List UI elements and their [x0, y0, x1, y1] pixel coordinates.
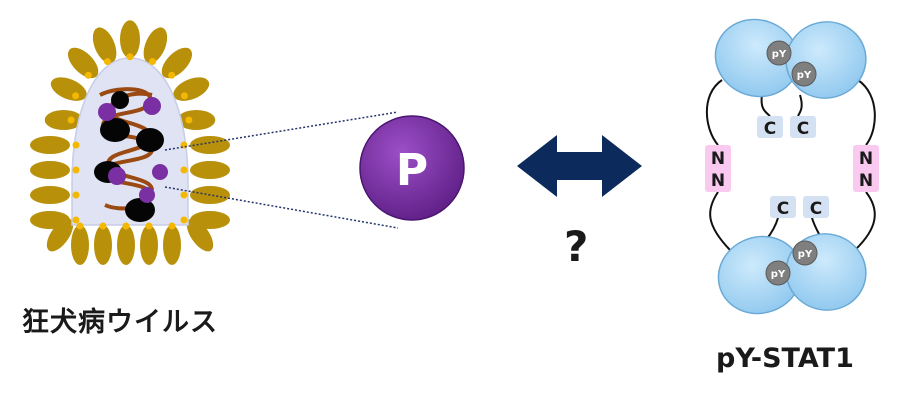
n-domain-right: N N — [853, 145, 879, 192]
svg-text:pY: pY — [797, 70, 812, 81]
zoom-lines — [164, 111, 399, 229]
glycoprotein-spike — [117, 225, 135, 265]
p-letter: P — [396, 145, 428, 196]
svg-text:N: N — [711, 171, 725, 191]
svg-text:pY: pY — [772, 49, 787, 60]
envelope-dot — [72, 216, 80, 224]
envelope-dot — [145, 222, 153, 230]
envelope-dot — [72, 92, 80, 100]
envelope-dot — [180, 92, 188, 100]
glycoprotein-spike — [71, 225, 89, 265]
nucleoprotein — [125, 198, 155, 222]
py-bottom-1: pY — [765, 260, 791, 286]
rabies-virus — [30, 20, 230, 265]
glycoprotein-spike — [94, 225, 112, 265]
phosphoprotein: P — [359, 115, 465, 221]
glycoprotein-spike — [50, 77, 87, 101]
phosphoprotein-dot — [98, 103, 116, 121]
nucleoprotein — [111, 91, 129, 109]
interaction-arrow — [517, 135, 642, 197]
svg-text:N: N — [859, 149, 873, 169]
question-mark: ? — [564, 222, 589, 271]
envelope-dot — [180, 191, 188, 199]
stat1-linkers — [705, 79, 876, 251]
envelope-dot — [168, 71, 176, 79]
glycoprotein-spike — [190, 136, 230, 154]
envelope-dot — [126, 53, 134, 61]
c-domain-top-left: C — [757, 116, 783, 139]
glycoprotein-spike — [46, 218, 74, 252]
c-domain-bottom-left: C — [770, 196, 796, 219]
envelope-dot — [84, 71, 92, 79]
c-domain-top-right: C — [790, 116, 816, 139]
py-top-2: pY — [791, 61, 817, 87]
virus-spikes — [30, 20, 230, 265]
envelope-dot — [103, 58, 111, 66]
virus-label: 狂犬病ウイルス — [22, 307, 218, 338]
envelope-dot — [72, 141, 80, 149]
virus-envelope — [71, 57, 189, 226]
glycoprotein-spike — [163, 225, 181, 265]
glycoprotein-spike — [67, 47, 99, 79]
nucleoprotein — [136, 128, 164, 152]
envelope-dots — [67, 53, 193, 230]
glycoprotein-spike — [173, 77, 210, 101]
n-domain-left: N N — [705, 145, 731, 192]
glycoprotein-spike — [44, 110, 83, 130]
envelope-dot — [180, 216, 188, 224]
glycoprotein-spike — [143, 27, 168, 64]
glycoprotein-spike — [177, 110, 216, 130]
envelope-dot — [180, 166, 188, 174]
glycoprotein-spike — [120, 20, 140, 59]
phosphoprotein-dots — [98, 97, 168, 203]
glycoprotein-spike — [30, 136, 70, 154]
svg-text:C: C — [777, 199, 789, 219]
glycoprotein-spike — [30, 161, 70, 179]
p-circle — [359, 115, 465, 221]
envelope-dot — [67, 116, 75, 124]
svg-text:pY: pY — [798, 249, 813, 260]
svg-text:N: N — [711, 149, 725, 169]
envelope-dot — [149, 58, 157, 66]
envelope-dot — [72, 166, 80, 174]
nucleoprotein — [100, 118, 130, 142]
stat1-monomer-top-right — [785, 21, 867, 99]
glycoprotein-spike — [92, 27, 117, 64]
py-bottom-2: pY — [792, 240, 818, 266]
svg-text:C: C — [810, 199, 822, 219]
phosphoprotein-dot — [143, 97, 161, 115]
envelope-dot — [185, 116, 193, 124]
envelope-dot — [72, 191, 80, 199]
svg-text:C: C — [797, 119, 809, 139]
stat1-label: pY-STAT1 — [716, 343, 854, 374]
envelope-dot — [122, 222, 130, 230]
svg-text:pY: pY — [771, 269, 786, 280]
glycoprotein-spike — [161, 47, 193, 79]
glycoprotein-spike — [140, 225, 158, 265]
envelope-dot — [168, 222, 176, 230]
envelope-dot — [99, 222, 107, 230]
svg-text:C: C — [764, 119, 776, 139]
stat1-monomer-bottom-right — [785, 233, 867, 311]
svg-text:N: N — [859, 171, 873, 191]
glycoprotein-spike — [30, 186, 70, 204]
phosphoprotein-dot — [108, 167, 126, 185]
stat1-dimer: pY pY pY pY C C C C — [705, 18, 879, 315]
glycoprotein-spike — [186, 218, 214, 252]
c-domain-bottom-right: C — [803, 196, 829, 219]
glycoprotein-spike — [190, 161, 230, 179]
envelope-dot — [76, 222, 84, 230]
phosphoprotein-dot — [139, 187, 155, 203]
py-top-1: pY — [766, 40, 792, 66]
phosphoprotein-dot — [152, 164, 168, 180]
